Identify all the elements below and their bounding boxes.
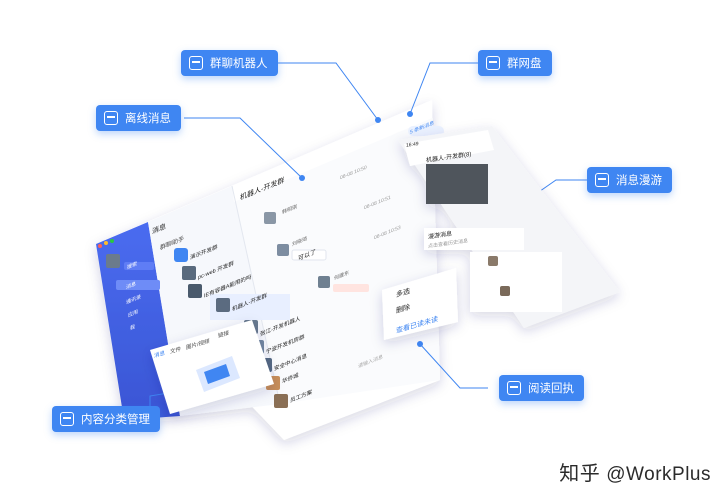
message-roaming-label: 消息漫游	[616, 175, 662, 187]
sidebar-nav	[98, 239, 160, 290]
group-bot-callout[interactable]: 群聊机器人	[181, 50, 278, 76]
file-category-popup	[150, 320, 274, 414]
watermark-zhihu: 知乎	[559, 463, 601, 485]
robot-icon	[189, 56, 203, 70]
nav-active-item	[116, 280, 160, 290]
message-avatar	[277, 244, 289, 256]
roam-messages-card	[424, 228, 524, 250]
read-receipt-callout[interactable]: 阅读回执	[499, 375, 584, 401]
message-avatar	[318, 276, 330, 288]
group-drive-label: 群网盘	[507, 58, 542, 70]
offline-message-label: 离线消息	[125, 113, 171, 125]
content-mgmt-callout[interactable]: 内容分类管理	[52, 406, 160, 432]
message-avatar	[264, 212, 276, 224]
message-roaming-callout[interactable]: 消息漫游	[587, 167, 672, 193]
watermark-handle: @WorkPlus	[606, 464, 711, 485]
read-receipt-label: 阅读回执	[528, 383, 574, 395]
chat-messages	[264, 126, 444, 292]
context-menu	[382, 268, 458, 340]
content-mgmt-label: 内容分类管理	[81, 414, 150, 426]
message-icon	[104, 111, 118, 125]
receipt-icon	[507, 381, 521, 395]
new-message-badge	[408, 126, 444, 136]
message-bubble	[291, 249, 327, 261]
group-drive-callout[interactable]: 群网盘	[478, 50, 552, 76]
avatar	[106, 254, 120, 268]
document-icon	[60, 412, 74, 426]
cloud-icon	[595, 173, 609, 187]
drive-icon	[486, 56, 500, 70]
offline-message-callout[interactable]: 离线消息	[96, 105, 181, 131]
search-box	[124, 262, 154, 270]
message-bubble	[333, 284, 369, 292]
group-bot-label: 群聊机器人	[210, 58, 268, 70]
watermark: 知乎@WorkPlus	[559, 457, 711, 486]
mobile-phone	[398, 126, 620, 328]
